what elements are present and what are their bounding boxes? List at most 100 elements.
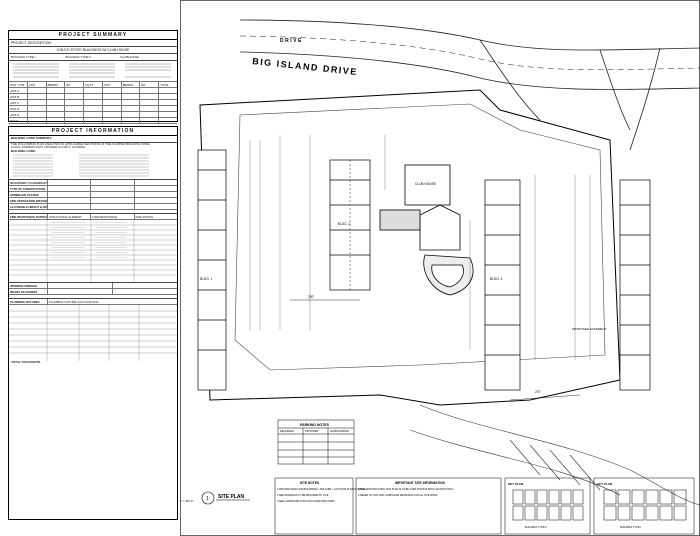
project-information-title: PROJECT INFORMATION [9, 127, 177, 136]
easement-label: PROPOSED EASEMENT [572, 327, 607, 331]
col-bedrm-2: BEDRM [122, 82, 141, 87]
plumbing-title: PLUMBING FIXTURE CALCULATIONS [49, 299, 99, 304]
site-plan-title [201, 491, 250, 505]
parking-notes-table [277, 419, 355, 465]
bldg-1-label: BLDG. 1 [200, 277, 212, 281]
unit-row-label: UNIT E [9, 112, 28, 117]
description-label: PROJECT DESCRIPTION [11, 41, 51, 45]
other-sections: INTERIOR FINISHES MEANS OF EGRESS [9, 282, 177, 296]
unit-row-label: UNIT B [9, 94, 28, 99]
site-note-2: 2.SEE DRAWINGS TO BE PROVIDED BY CIVIL [277, 494, 330, 497]
code-section-row: MEANS OF EGRESS [9, 289, 177, 296]
parking-col-required: REQUIRED [280, 429, 294, 433]
plumbing-header: PLUMBING FIXTURES PLUMBING FIXTURE CALCU… [9, 299, 177, 306]
plumbing-section: PLUMBING FIXTURES [9, 299, 48, 305]
plan-number: 1 [206, 496, 209, 502]
code-sections: OCCUPANCY CLASSIFICATION TYPE OF CONSTRU… [9, 179, 177, 211]
building-type-1: BUILDING TYPE I [11, 55, 36, 59]
property-boundary [199, 89, 621, 406]
unit-row-label: TOTAL [9, 118, 28, 123]
unit-row-total: TOTAL [9, 118, 177, 124]
site-notes-box [274, 477, 354, 535]
clubhouse [379, 164, 474, 296]
parking-col-provided: PROVIDED [305, 429, 319, 433]
building-1 [197, 149, 227, 391]
unit-row: UNIT A [9, 88, 177, 94]
local-jurisdiction: LOCAL JURISDICTION: ORANGE COUNTY, FLORI… [11, 145, 86, 150]
important-note-1: 1.THE ARCHITECTURAL SITE PLAN IS TO BE U… [358, 488, 454, 491]
info-panel: PROJECT SUMMARY PROJECT DESCRIPTION 3 MU… [8, 30, 178, 520]
unit-mix-header: UNIT TYPE UNIT BEDRM BA SQ FT UNIT BEDRM… [9, 81, 177, 88]
project-summary: PROJECT SUMMARY PROJECT DESCRIPTION 3 MU… [8, 30, 178, 124]
code-section-row: FIRE SEPARATION DISTANCE [9, 198, 177, 205]
key-plan-left-caption: BUILDING TYPE II [525, 525, 547, 529]
project-description-label: PROJECT DESCRIPTION [9, 40, 177, 47]
unit-row-label: UNIT A [9, 88, 28, 93]
road-label-main: BIG ISLAND DRIVE [252, 56, 358, 77]
egress-title: TOTAL OCCUPANTS [11, 360, 41, 365]
code-section-label: TYPE OF CONSTRUCTION [9, 186, 48, 192]
project-description: 3 MULTI-STORY BUILDINGS W/ CLUB HOUSE [9, 47, 177, 54]
summary-rules [13, 63, 171, 78]
code-section-row: TYPE OF CONSTRUCTION [9, 186, 177, 193]
code-section-row: SPRINKLER SYSTEM [9, 192, 177, 199]
building-2 [329, 159, 371, 291]
key-plan-left-title: KEY PLAN [508, 482, 523, 486]
building-type-row: BUILDING TYPE I BUILDING TYPE II CLUBHOU… [9, 54, 177, 61]
dimension-lines [290, 299, 581, 401]
dim-b: 270' [535, 390, 541, 394]
fire-rating-section: FIRE RESISTANCE RATINGS [10, 214, 48, 220]
plan-title: SITE PLAN [218, 494, 245, 500]
key-plan-right [593, 477, 695, 535]
road-label-top: DRIVE [280, 38, 303, 44]
building-3 [484, 179, 521, 391]
building-type-2: BUILDING TYPE II [65, 55, 91, 59]
parking-col-handicapped: HANDICAPPED [330, 429, 349, 433]
col-sqft: SQ FT [84, 82, 103, 87]
col-ba: BA [65, 82, 85, 87]
site-plan-drawing: DRIVE BIG ISLAND DRIVE BLDG. 1 BLDG. 2 [180, 0, 700, 536]
road-lines [239, 19, 700, 151]
col-ba-2: BA [140, 82, 160, 87]
rating-col-1: STRUCTURAL ELEMENT [48, 214, 92, 220]
code-section-row: INTERIOR FINISHES [9, 283, 177, 290]
drive-aisle [234, 103, 606, 371]
project-information: PROJECT INFORMATION BUILDING CODE SUMMAR… [8, 126, 178, 520]
unit-row: UNIT E [9, 112, 177, 118]
code-section-label: INTERIOR FINISHES [9, 283, 48, 289]
code-summary-title: BUILDING CODE SUMMARY: [9, 136, 177, 143]
important-notes-title: IMPORTANT SITE INFORMATION [395, 481, 446, 485]
bldg-3-label: BLDG. 3 [490, 277, 502, 281]
col-unit: UNIT [28, 82, 47, 87]
project-summary-title: PROJECT SUMMARY [9, 31, 177, 40]
col-bedrm: BEDRM [47, 82, 66, 87]
plumbing-table: PLUMBING FIXTURES PLUMBING FIXTURE CALCU… [9, 298, 177, 365]
key-plan-right-title: KEY PLAN [597, 482, 612, 486]
code-section-row: OCCUPANCY CLASSIFICATION [9, 180, 177, 187]
parking-notes-title: PARKING NOTES [300, 423, 330, 427]
unit-row: UNIT C [9, 100, 177, 106]
clubhouse-label: CLUB HOUSE [415, 182, 436, 186]
key-plan-right-caption: BUILDING TYPE I [620, 525, 641, 529]
fire-rating-rules [9, 220, 177, 283]
unit-row: UNIT B [9, 94, 177, 100]
parking-stalls [249, 135, 591, 360]
building-code-label: BUILDING CODE: [11, 148, 36, 153]
unit-type-label: UNIT TYPE [9, 82, 28, 87]
unit-row-label: UNIT C [9, 100, 28, 105]
important-note-2: 2.REFER TO CIVIL AND LANDSCAPE DRAWINGS … [358, 494, 438, 497]
clubhouse-label: CLUBHOUSE [120, 55, 140, 59]
dim-a: 220' [308, 295, 314, 299]
plan-scale: 1" = 100'-0" [180, 499, 193, 503]
site-note-3: 3.SEE LANDSCAPE PLAN FOR LANDSCAPE ITEMS [277, 500, 335, 503]
plumbing-rules [9, 305, 177, 362]
building-far-right [619, 179, 651, 391]
fire-rating-header: FIRE RESISTANCE RATINGS STRUCTURAL ELEME… [9, 214, 177, 221]
code-summary-note: THE FOLLOWING IS AN ANALYSIS OF APPLICAB… [11, 141, 150, 146]
code-section-row: ALLOWABLE HEIGHT & AREA [9, 204, 177, 211]
site-note-1: 1.PROVIDE SIGNS (HANDICAPPED) + BOLLARD … [277, 488, 366, 491]
key-plan-left [504, 477, 591, 535]
code-section-label: MEANS OF EGRESS [9, 289, 48, 295]
unit-row-label: UNIT D [9, 106, 28, 111]
